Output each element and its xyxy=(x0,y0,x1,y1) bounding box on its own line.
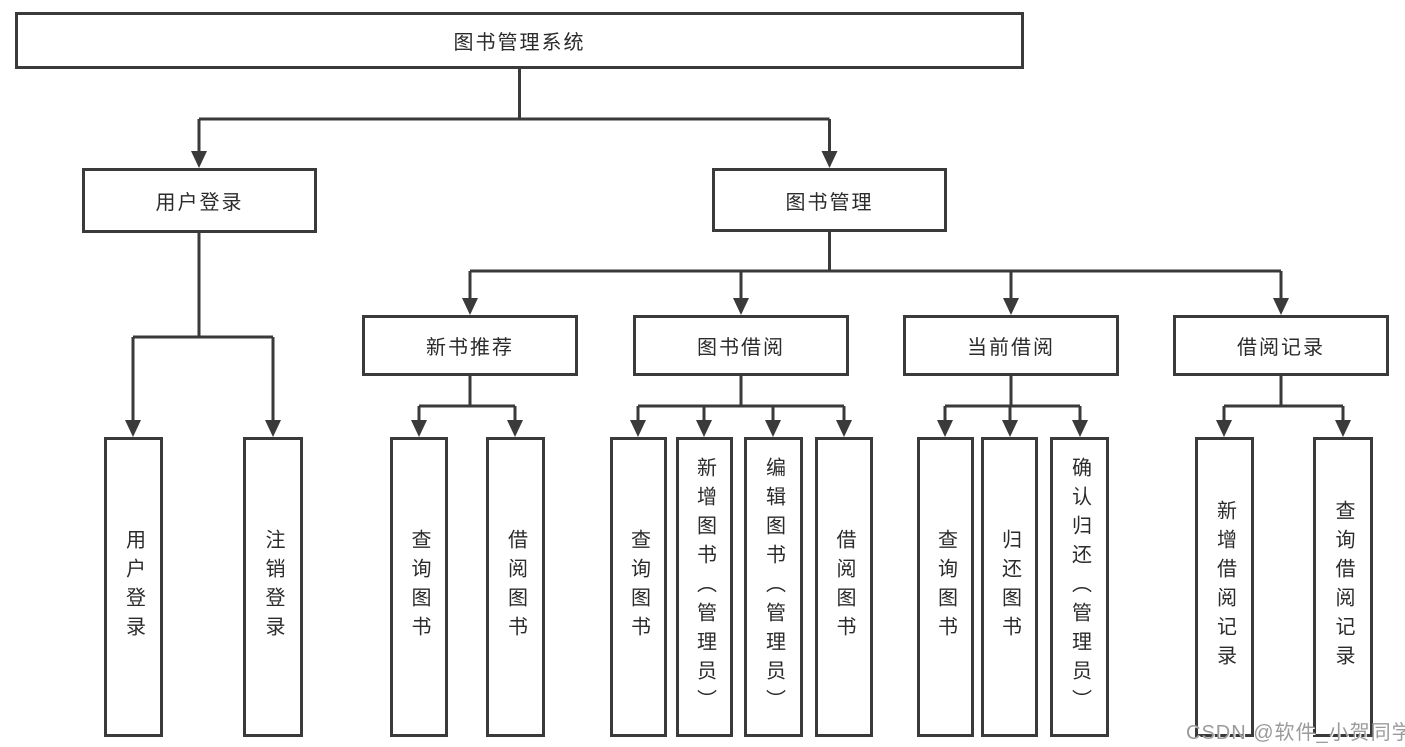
leaf-label: 查询图书 xyxy=(934,529,957,645)
node-new-book-recommendation: 新书推荐 xyxy=(362,315,578,376)
leaf-label: 借阅图书 xyxy=(833,529,855,645)
leaf-user-login: 用户登录 xyxy=(104,437,163,737)
leaf-borrowing-edit-books-admin: 编辑图书（管理员） xyxy=(744,437,803,737)
leaf-logout-login: 注销登录 xyxy=(243,437,303,737)
leaf-label: 用户登录 xyxy=(122,529,145,645)
leaf-label: 注销登录 xyxy=(262,529,284,645)
leaf-records-add-borrow-record: 新增借阅记录 xyxy=(1195,437,1254,737)
leaf-label: 查询图书 xyxy=(627,529,650,645)
leaf-label: 新增图书（管理员） xyxy=(693,456,716,718)
leaf-borrowing-query-books: 查询图书 xyxy=(610,437,667,737)
node-user-login: 用户登录 xyxy=(82,168,317,233)
node-library-management-system: 图书管理系统 xyxy=(15,12,1024,69)
leaf-current-return-books: 归还图书 xyxy=(981,437,1038,737)
leaf-borrowing-add-books-admin: 新增图书（管理员） xyxy=(676,437,733,737)
node-current-borrowing: 当前借阅 xyxy=(903,315,1119,376)
leaf-label: 确认归还（管理员） xyxy=(1068,456,1091,718)
leaf-current-confirm-return-admin: 确认归还（管理员） xyxy=(1050,437,1109,737)
leaf-label: 新增借阅记录 xyxy=(1213,500,1236,674)
leaf-label: 编辑图书（管理员） xyxy=(762,456,785,718)
csdn-watermark: CSDN @软件_小贺同学 xyxy=(1186,722,1405,744)
leaf-newbooks-query-books: 查询图书 xyxy=(390,437,448,737)
node-borrowing-records: 借阅记录 xyxy=(1173,315,1389,376)
leaf-label: 借阅图书 xyxy=(504,529,527,645)
node-book-borrowing: 图书借阅 xyxy=(633,315,849,376)
leaf-records-query-borrow-record: 查询借阅记录 xyxy=(1313,437,1373,737)
node-book-management: 图书管理 xyxy=(712,168,947,232)
leaf-newbooks-borrow-books: 借阅图书 xyxy=(486,437,545,737)
leaf-borrowing-borrow-books: 借阅图书 xyxy=(815,437,873,737)
leaf-label: 查询图书 xyxy=(408,529,430,645)
leaf-label: 查询借阅记录 xyxy=(1332,500,1354,674)
leaf-current-query-books: 查询图书 xyxy=(917,437,974,737)
leaf-label: 归还图书 xyxy=(998,529,1021,645)
